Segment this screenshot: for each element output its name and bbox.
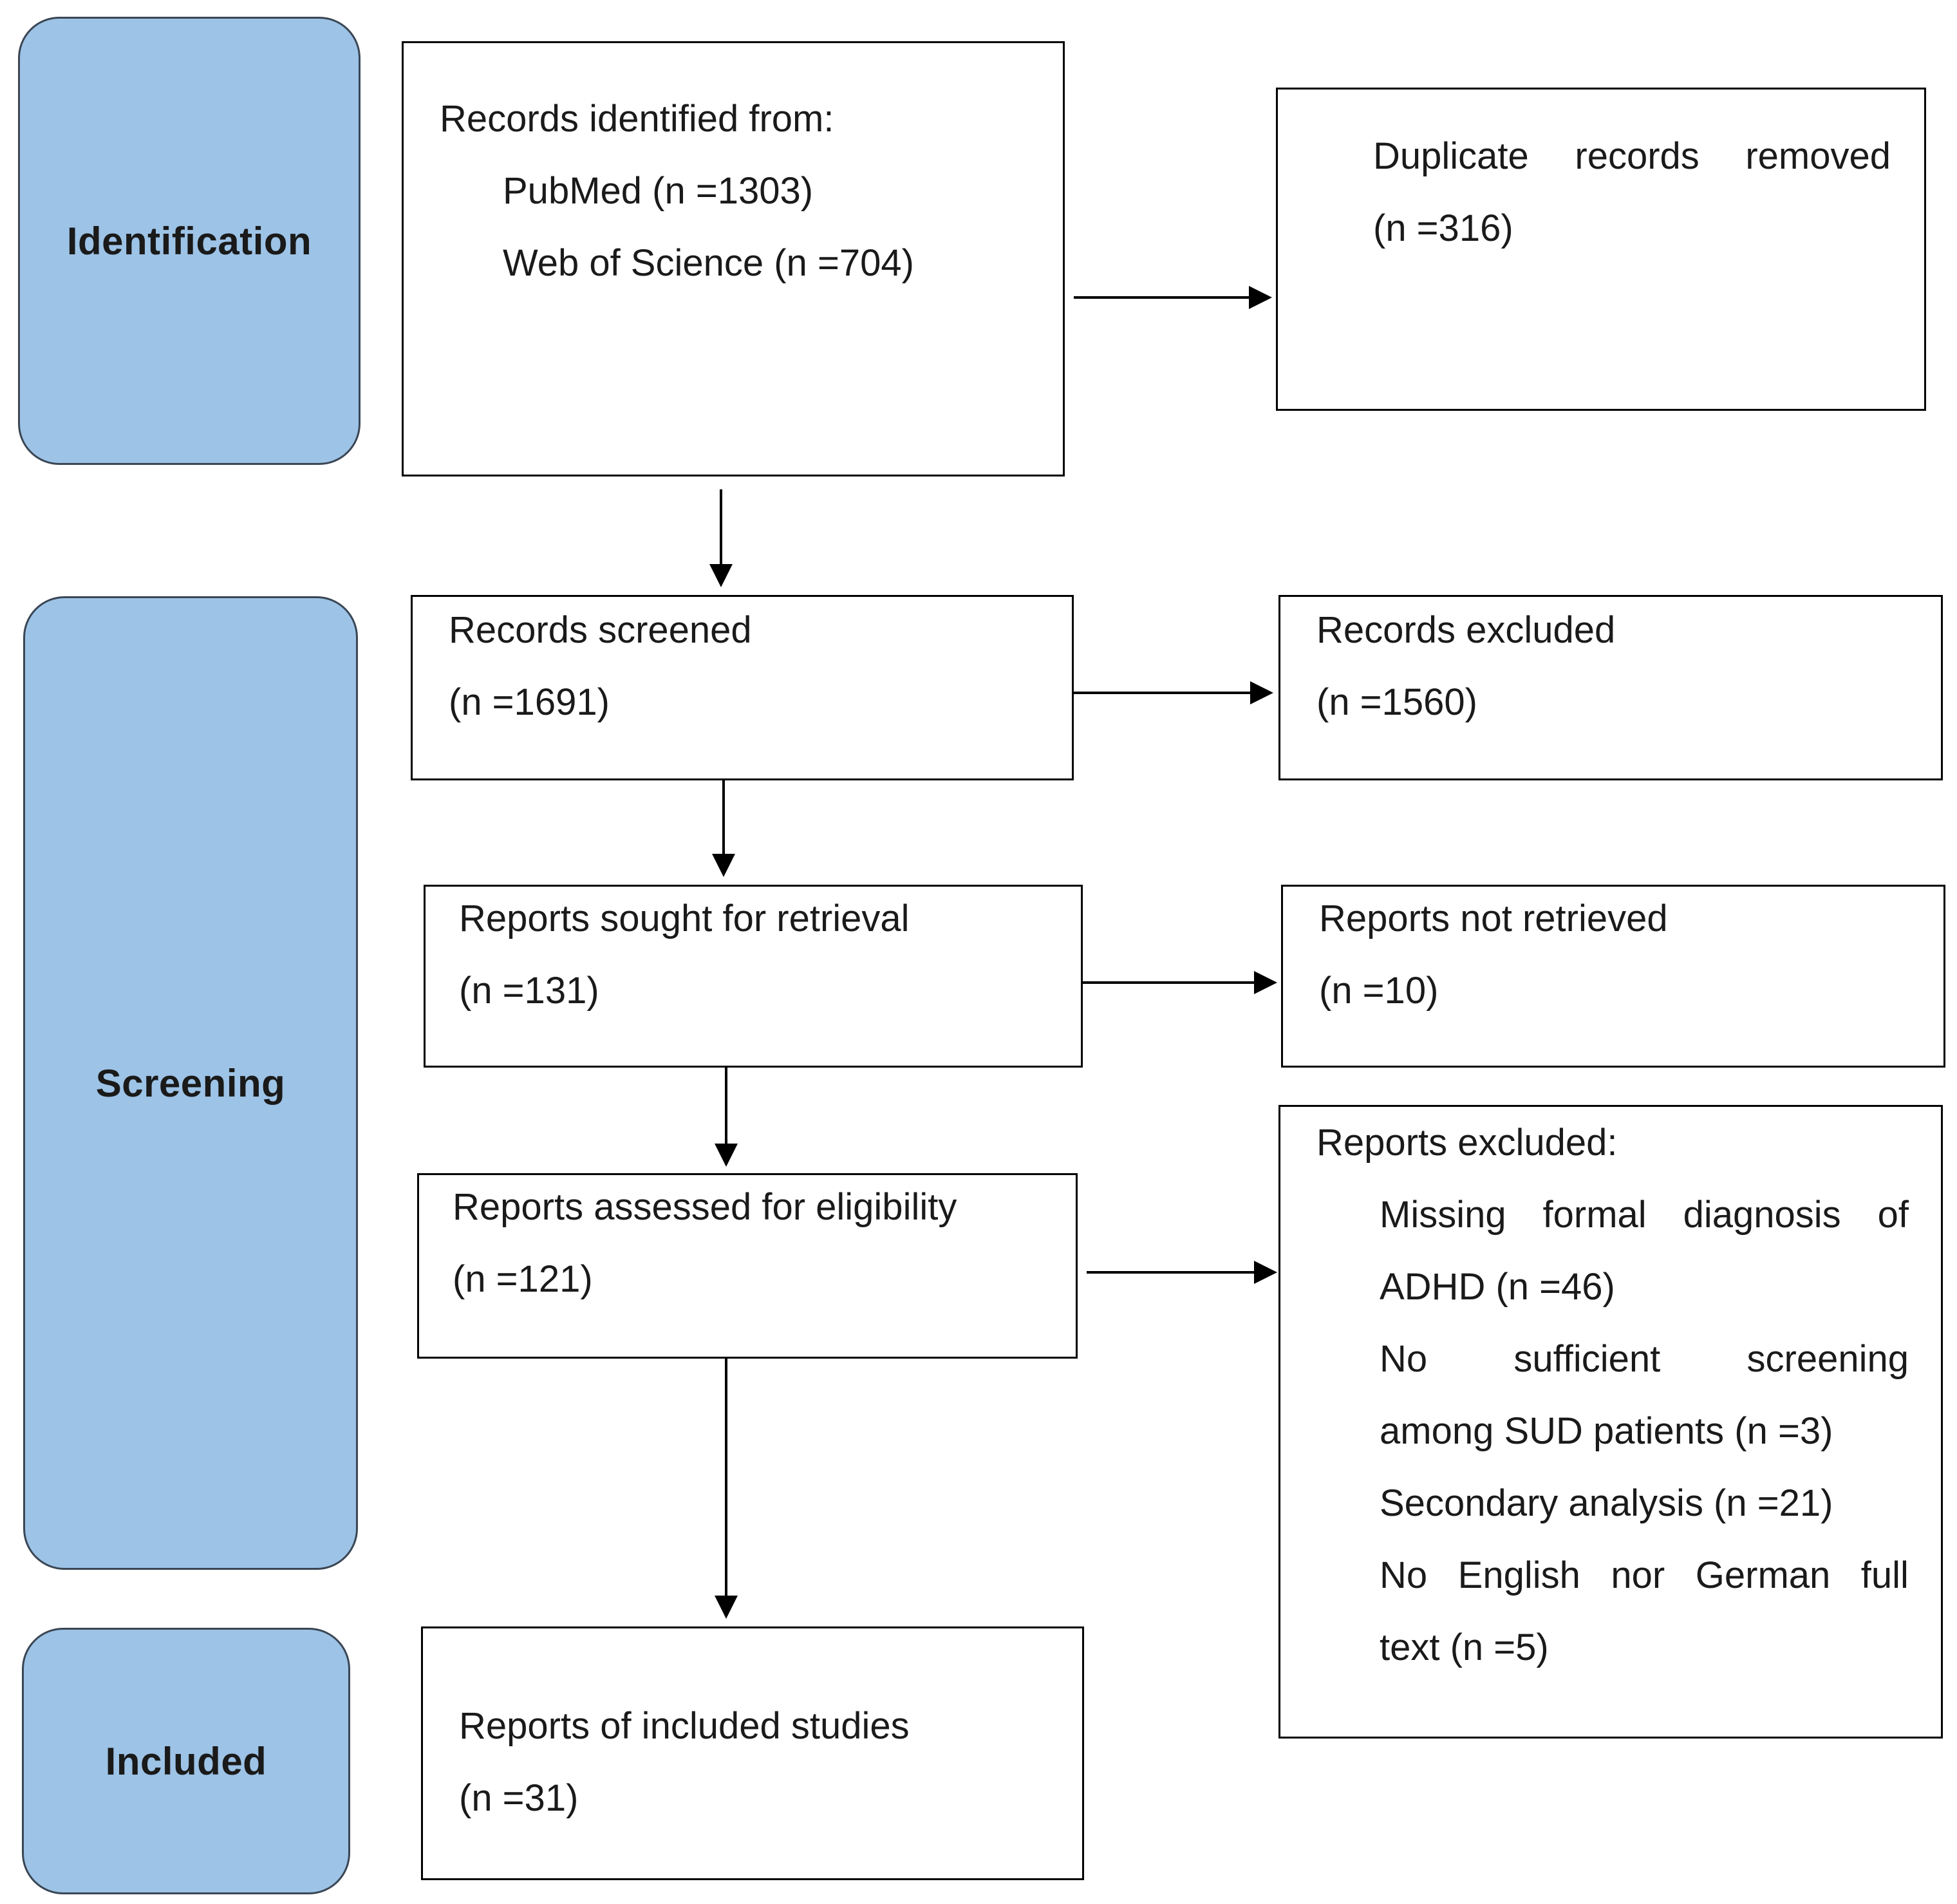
duplicates-removed-box: Duplicate records removed (n =316) xyxy=(1276,88,1926,411)
reports-not-retrieved-count: (n =10) xyxy=(1319,970,1439,1012)
reports-sought-box: Reports sought for retrieval (n =131) xyxy=(424,885,1083,1068)
duplicates-word-3: removed xyxy=(1745,135,1891,177)
reason-1-word-3: diagnosis xyxy=(1683,1194,1841,1236)
records-screened-count: (n =1691) xyxy=(449,681,610,723)
duplicates-removed-count: (n =316) xyxy=(1373,207,1513,249)
reason-4-word-3: nor xyxy=(1611,1554,1665,1596)
arrow-to-not-retrieved-head xyxy=(1254,971,1277,994)
arrow-to-screened-head xyxy=(709,564,733,587)
reason-4-line-1: No English nor German full xyxy=(1380,1540,1909,1612)
duplicates-removed-text: Duplicate records removed (n =316) xyxy=(1373,135,1891,410)
duplicates-word-2: records xyxy=(1575,135,1700,177)
records-identified-heading: Records identified from: xyxy=(440,98,834,140)
included-studies-label: Reports of included studies xyxy=(459,1705,910,1747)
reason-2-word-2: sufficient xyxy=(1513,1338,1661,1380)
reason-4-word-5: full xyxy=(1860,1554,1909,1596)
arrow-to-duplicates-head xyxy=(1249,286,1272,309)
records-screened-box: Records screened (n =1691) xyxy=(411,595,1074,780)
arrow-to-assessed-head xyxy=(715,1144,738,1167)
phase-identification: Identification xyxy=(18,17,360,465)
reason-1-word-4: of xyxy=(1877,1194,1909,1236)
phase-included: Included xyxy=(22,1628,350,1894)
reason-2-word-3: screening xyxy=(1746,1338,1909,1380)
included-studies-box: Reports of included studies (n =31) xyxy=(421,1626,1084,1880)
reason-1-word-2: formal xyxy=(1542,1194,1647,1236)
reports-not-retrieved-label: Reports not retrieved xyxy=(1319,898,1668,939)
records-excluded-label: Records excluded xyxy=(1316,609,1616,651)
reason-4-word-2: English xyxy=(1457,1554,1580,1596)
reports-excluded-heading: Reports excluded: xyxy=(1316,1122,1618,1164)
phase-identification-label: Identification xyxy=(66,219,312,263)
source-web-of-science: Web of Science (n =704) xyxy=(503,242,914,284)
reports-sought-label: Reports sought for retrieval xyxy=(459,898,910,939)
phase-screening: Screening xyxy=(23,596,358,1570)
reason-2-line-1: No sufficient screening xyxy=(1380,1323,1909,1395)
reason-1-word-1: Missing xyxy=(1380,1194,1506,1236)
arrow-to-reports-excluded-head xyxy=(1254,1261,1277,1284)
arrow-to-included-head xyxy=(715,1596,738,1619)
records-excluded-count: (n =1560) xyxy=(1316,681,1477,723)
arrow-to-sought-head xyxy=(712,854,735,877)
reports-excluded-box: Reports excluded: Missing formal diagnos… xyxy=(1278,1105,1943,1739)
reason-1-line-1: Missing formal diagnosis of xyxy=(1380,1179,1909,1251)
duplicates-word-1: Duplicate xyxy=(1373,135,1529,177)
reports-sought-count: (n =131) xyxy=(459,970,599,1012)
phase-screening-label: Screening xyxy=(95,1061,286,1105)
reason-4-word-1: No xyxy=(1380,1554,1428,1596)
phase-included-label: Included xyxy=(105,1739,267,1783)
reason-1-line-2: ADHD (n =46) xyxy=(1380,1266,1615,1308)
arrow-to-records-excluded-head xyxy=(1250,681,1273,704)
reports-assessed-count: (n =121) xyxy=(453,1258,593,1300)
reason-4-line-2: text (n =5) xyxy=(1380,1626,1549,1668)
records-excluded-box: Records excluded (n =1560) xyxy=(1278,595,1943,780)
reports-assessed-box: Reports assessed for eligibility (n =121… xyxy=(417,1173,1078,1359)
records-identified-box: Records identified from: PubMed (n =1303… xyxy=(402,41,1065,476)
reason-2-line-2: among SUD patients (n =3) xyxy=(1380,1410,1833,1452)
reports-assessed-label: Reports assessed for eligibility xyxy=(453,1186,957,1228)
records-screened-label: Records screened xyxy=(449,609,752,651)
reason-3-line-1: Secondary analysis (n =21) xyxy=(1380,1482,1833,1524)
reason-2-word-1: No xyxy=(1380,1338,1428,1380)
reason-4-word-4: German xyxy=(1695,1554,1831,1596)
source-pubmed: PubMed (n =1303) xyxy=(503,170,814,212)
included-studies-count: (n =31) xyxy=(459,1777,579,1819)
reports-not-retrieved-box: Reports not retrieved (n =10) xyxy=(1281,885,1945,1068)
